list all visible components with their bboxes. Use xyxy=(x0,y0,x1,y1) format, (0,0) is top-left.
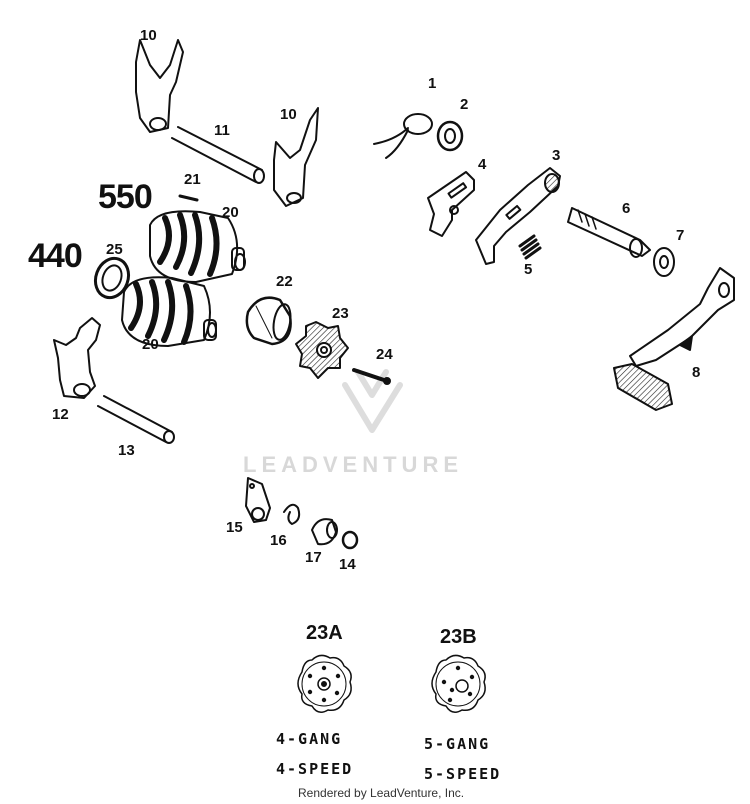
part-22-needle-bearing xyxy=(245,296,292,346)
part-24-screw xyxy=(352,368,391,385)
part-17-bushing xyxy=(311,518,338,546)
part-7-washer xyxy=(653,247,675,277)
part-16-spring xyxy=(283,503,301,525)
variant-23a-label: 23A xyxy=(306,622,343,644)
callout-3: 3 xyxy=(552,147,561,164)
callout-17: 17 xyxy=(305,549,322,566)
part-14-circlip xyxy=(341,530,359,550)
callout-12: 12 xyxy=(52,406,69,423)
callout-7: 7 xyxy=(676,227,685,244)
star-wheel-23a xyxy=(297,654,352,713)
star-wheel-23b xyxy=(431,654,486,713)
watermark-logo xyxy=(342,369,403,433)
part-21-pin xyxy=(178,194,199,202)
callout-25: 25 xyxy=(106,241,123,258)
callout-14: 14 xyxy=(339,556,356,573)
callout-22: 22 xyxy=(276,273,293,290)
part-3-shift-arm xyxy=(475,167,561,265)
part-2-washer xyxy=(436,120,464,152)
part-23-star-wheel xyxy=(295,321,349,379)
part-10-shift-fork-right xyxy=(273,107,319,207)
callout-4: 4 xyxy=(478,156,487,173)
callout-8: 8 xyxy=(692,364,701,381)
callout-16: 16 xyxy=(270,532,287,549)
part-20-shift-drum-upper xyxy=(149,210,246,283)
part-8-shift-lever xyxy=(613,267,735,411)
variant-23b-label: 23B xyxy=(440,626,477,648)
part-4-shift-plate xyxy=(427,171,475,237)
callout-15: 15 xyxy=(226,519,243,536)
callout-1: 1 xyxy=(428,75,437,92)
part-25-bearing xyxy=(93,256,131,300)
model-label-440: 440 xyxy=(28,237,83,275)
callout-13: 13 xyxy=(118,442,135,459)
callout-10-right: 10 xyxy=(280,106,297,123)
part-15-lever xyxy=(245,477,271,523)
variant-23b-line2: 5-SPEED xyxy=(424,765,502,783)
callout-20-upper: 20 xyxy=(222,204,239,221)
callout-23: 23 xyxy=(332,305,349,322)
part-13-fork-shaft xyxy=(97,395,175,444)
watermark-text: LEADVENTURE xyxy=(243,452,464,477)
model-label-550: 550 xyxy=(98,178,153,216)
variant-23b-line1: 5-GANG xyxy=(424,735,491,753)
callout-6: 6 xyxy=(622,200,631,217)
variant-23a-line2: 4-SPEED xyxy=(276,760,354,778)
callout-5: 5 xyxy=(524,261,533,278)
part-10-shift-fork-left xyxy=(135,39,184,133)
footer-credit: Rendered by LeadVenture, Inc. xyxy=(298,786,465,800)
part-20-shift-drum-lower xyxy=(121,276,217,347)
part-1-spring xyxy=(373,113,433,159)
callout-2: 2 xyxy=(460,96,469,113)
part-6-shift-shaft xyxy=(567,207,651,258)
variant-23a-line1: 4-GANG xyxy=(276,730,343,748)
callout-24: 24 xyxy=(376,346,393,363)
callout-10-left: 10 xyxy=(140,27,157,44)
callout-21: 21 xyxy=(184,171,201,188)
callout-11: 11 xyxy=(214,122,230,139)
callout-20-lower: 20 xyxy=(142,336,159,353)
part-12-shift-fork xyxy=(53,317,101,399)
part-11-fork-shaft xyxy=(171,126,265,184)
part-5-spring xyxy=(518,234,542,260)
